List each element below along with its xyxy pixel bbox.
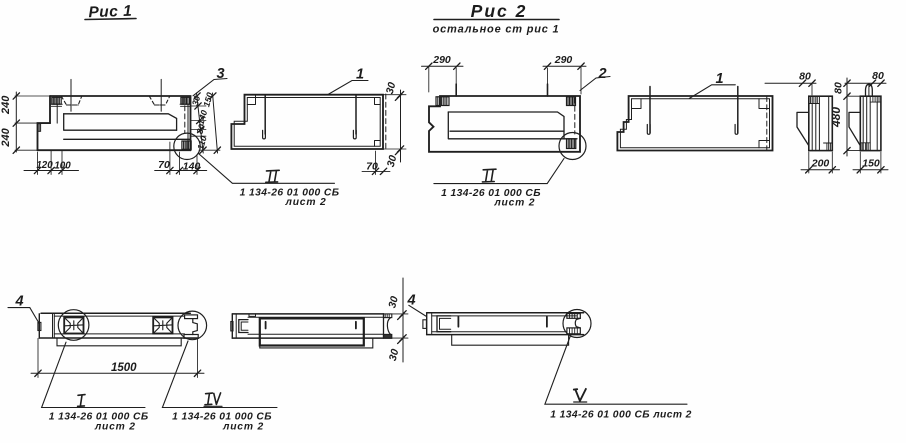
svg-text:1500: 1500 xyxy=(111,362,137,374)
svg-text:лист 2: лист 2 xyxy=(94,422,136,433)
svg-text:200: 200 xyxy=(811,158,830,170)
svg-text:480: 480 xyxy=(829,107,843,128)
svg-text:лист 2: лист 2 xyxy=(493,198,535,209)
svg-text:150: 150 xyxy=(862,158,880,170)
svg-text:Рис 2: Рис 2 xyxy=(471,1,528,21)
svg-text:30: 30 xyxy=(190,94,202,106)
svg-text:150: 150 xyxy=(201,91,215,108)
svg-text:Рис 1: Рис 1 xyxy=(88,3,132,22)
svg-text:120: 120 xyxy=(36,160,53,171)
svg-text:1: 1 xyxy=(715,71,723,87)
svg-text:30: 30 xyxy=(387,348,402,363)
svg-text:140: 140 xyxy=(196,109,210,126)
svg-text:240: 240 xyxy=(0,127,12,147)
svg-text:1: 1 xyxy=(356,67,364,83)
svg-text:80: 80 xyxy=(872,70,884,82)
svg-text:30: 30 xyxy=(386,295,401,310)
svg-text:1 134-26 01 000 СБ лист 2: 1 134-26 01 000 СБ лист 2 xyxy=(550,410,692,421)
svg-text:лист 2: лист 2 xyxy=(222,422,264,433)
svg-text:140: 140 xyxy=(183,161,201,173)
svg-text:100: 100 xyxy=(54,161,71,172)
svg-text:1 134-26 01 000 СБ: 1 134-26 01 000 СБ xyxy=(49,412,149,423)
svg-text:3: 3 xyxy=(216,66,224,82)
svg-text:30: 30 xyxy=(384,81,399,96)
svg-text:70: 70 xyxy=(366,161,378,173)
svg-text:30: 30 xyxy=(385,154,400,169)
svg-text:4: 4 xyxy=(14,294,23,310)
svg-text:остальное ст рис 1: остальное ст рис 1 xyxy=(433,24,560,36)
svg-text:4: 4 xyxy=(406,293,415,309)
svg-text:110: 110 xyxy=(195,135,209,151)
svg-text:70: 70 xyxy=(158,159,170,171)
svg-text:80: 80 xyxy=(799,71,811,83)
svg-text:80: 80 xyxy=(195,123,207,135)
svg-text:80: 80 xyxy=(833,82,845,94)
svg-text:290: 290 xyxy=(554,54,573,66)
svg-text:290: 290 xyxy=(432,54,451,66)
svg-text:1 134-26 01 000 СБ: 1 134-26 01 000 СБ xyxy=(172,412,272,423)
svg-text:2: 2 xyxy=(597,66,606,82)
svg-text:1 134-26 01 000 СБ: 1 134-26 01 000 СБ xyxy=(441,188,541,199)
svg-text:лист 2: лист 2 xyxy=(285,197,327,208)
svg-text:1 134-26 01 000 СБ: 1 134-26 01 000 СБ xyxy=(240,188,340,199)
svg-text:240: 240 xyxy=(0,95,12,115)
